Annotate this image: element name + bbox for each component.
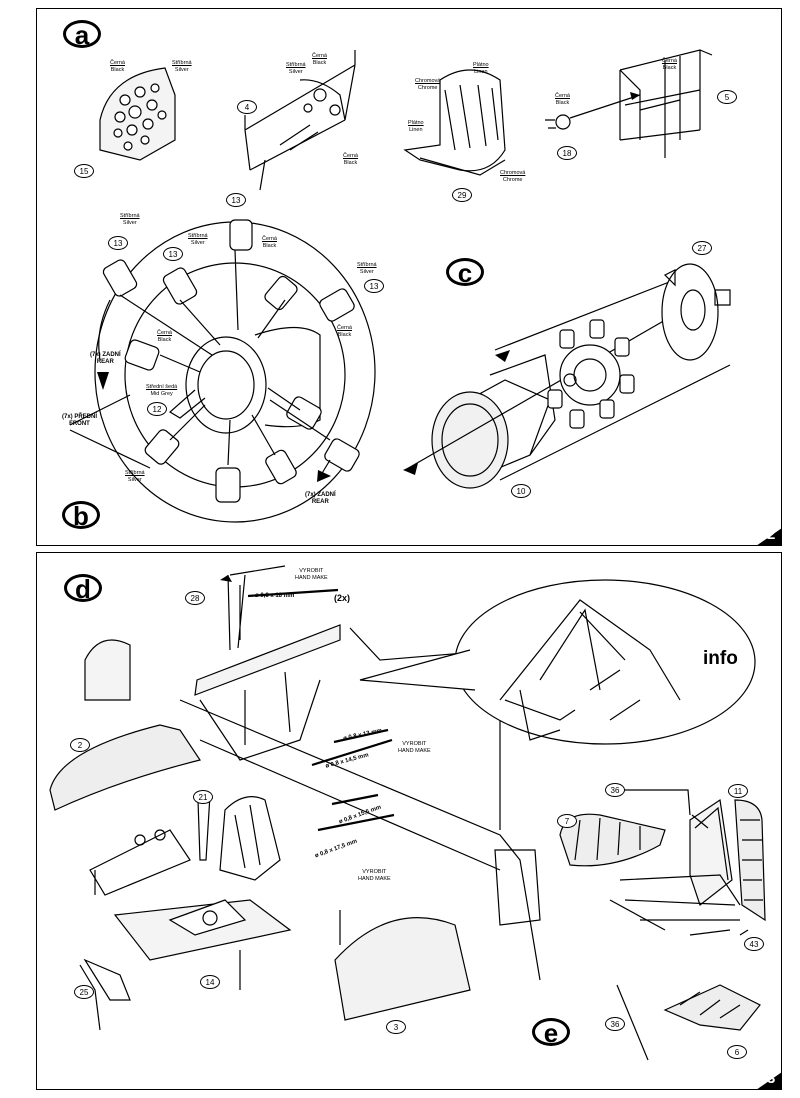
part-number: 3: [386, 1020, 406, 1034]
part-number: 13: [163, 247, 183, 261]
part-number: 25: [74, 985, 94, 999]
part-number: 10: [511, 484, 531, 498]
step-a-badge: a: [63, 20, 101, 48]
info-label: info: [703, 648, 738, 669]
part-number: 15: [74, 164, 94, 178]
rod-quantity: (2x): [334, 593, 351, 603]
step-e-badge: e: [532, 1018, 570, 1046]
panel-bottom: [36, 552, 782, 1090]
part-number: 4: [237, 100, 257, 114]
part-number: 13: [364, 279, 384, 293]
page-number-bottom: 3: [767, 1070, 776, 1087]
step-b-badge: b: [62, 501, 100, 529]
part-number: 12: [147, 402, 167, 416]
step-c-badge: c: [446, 258, 484, 286]
part-number: 36: [605, 1017, 625, 1031]
part-number: 36: [605, 783, 625, 797]
part-number: 43: [744, 937, 764, 951]
part-number: 21: [193, 790, 213, 804]
page-corner-top: [756, 528, 782, 546]
part-number: 13: [108, 236, 128, 250]
part-number: 6: [727, 1045, 747, 1059]
part-number: 13: [226, 193, 246, 207]
part-number: 7: [557, 814, 577, 828]
part-number: 18: [557, 146, 577, 160]
part-number: 2: [70, 738, 90, 752]
part-number: 14: [200, 975, 220, 989]
rod-dimension: ø 0,8 x 18 mm: [255, 593, 295, 599]
part-number: 11: [728, 784, 748, 798]
page-corner-bottom: [756, 1072, 782, 1090]
step-d-badge: d: [64, 574, 102, 602]
part-number: 27: [692, 241, 712, 255]
page-number-top: 2: [767, 526, 776, 543]
panel-top: [36, 8, 782, 546]
part-number: 29: [452, 188, 472, 202]
part-number: 28: [185, 591, 205, 605]
part-number: 5: [717, 90, 737, 104]
